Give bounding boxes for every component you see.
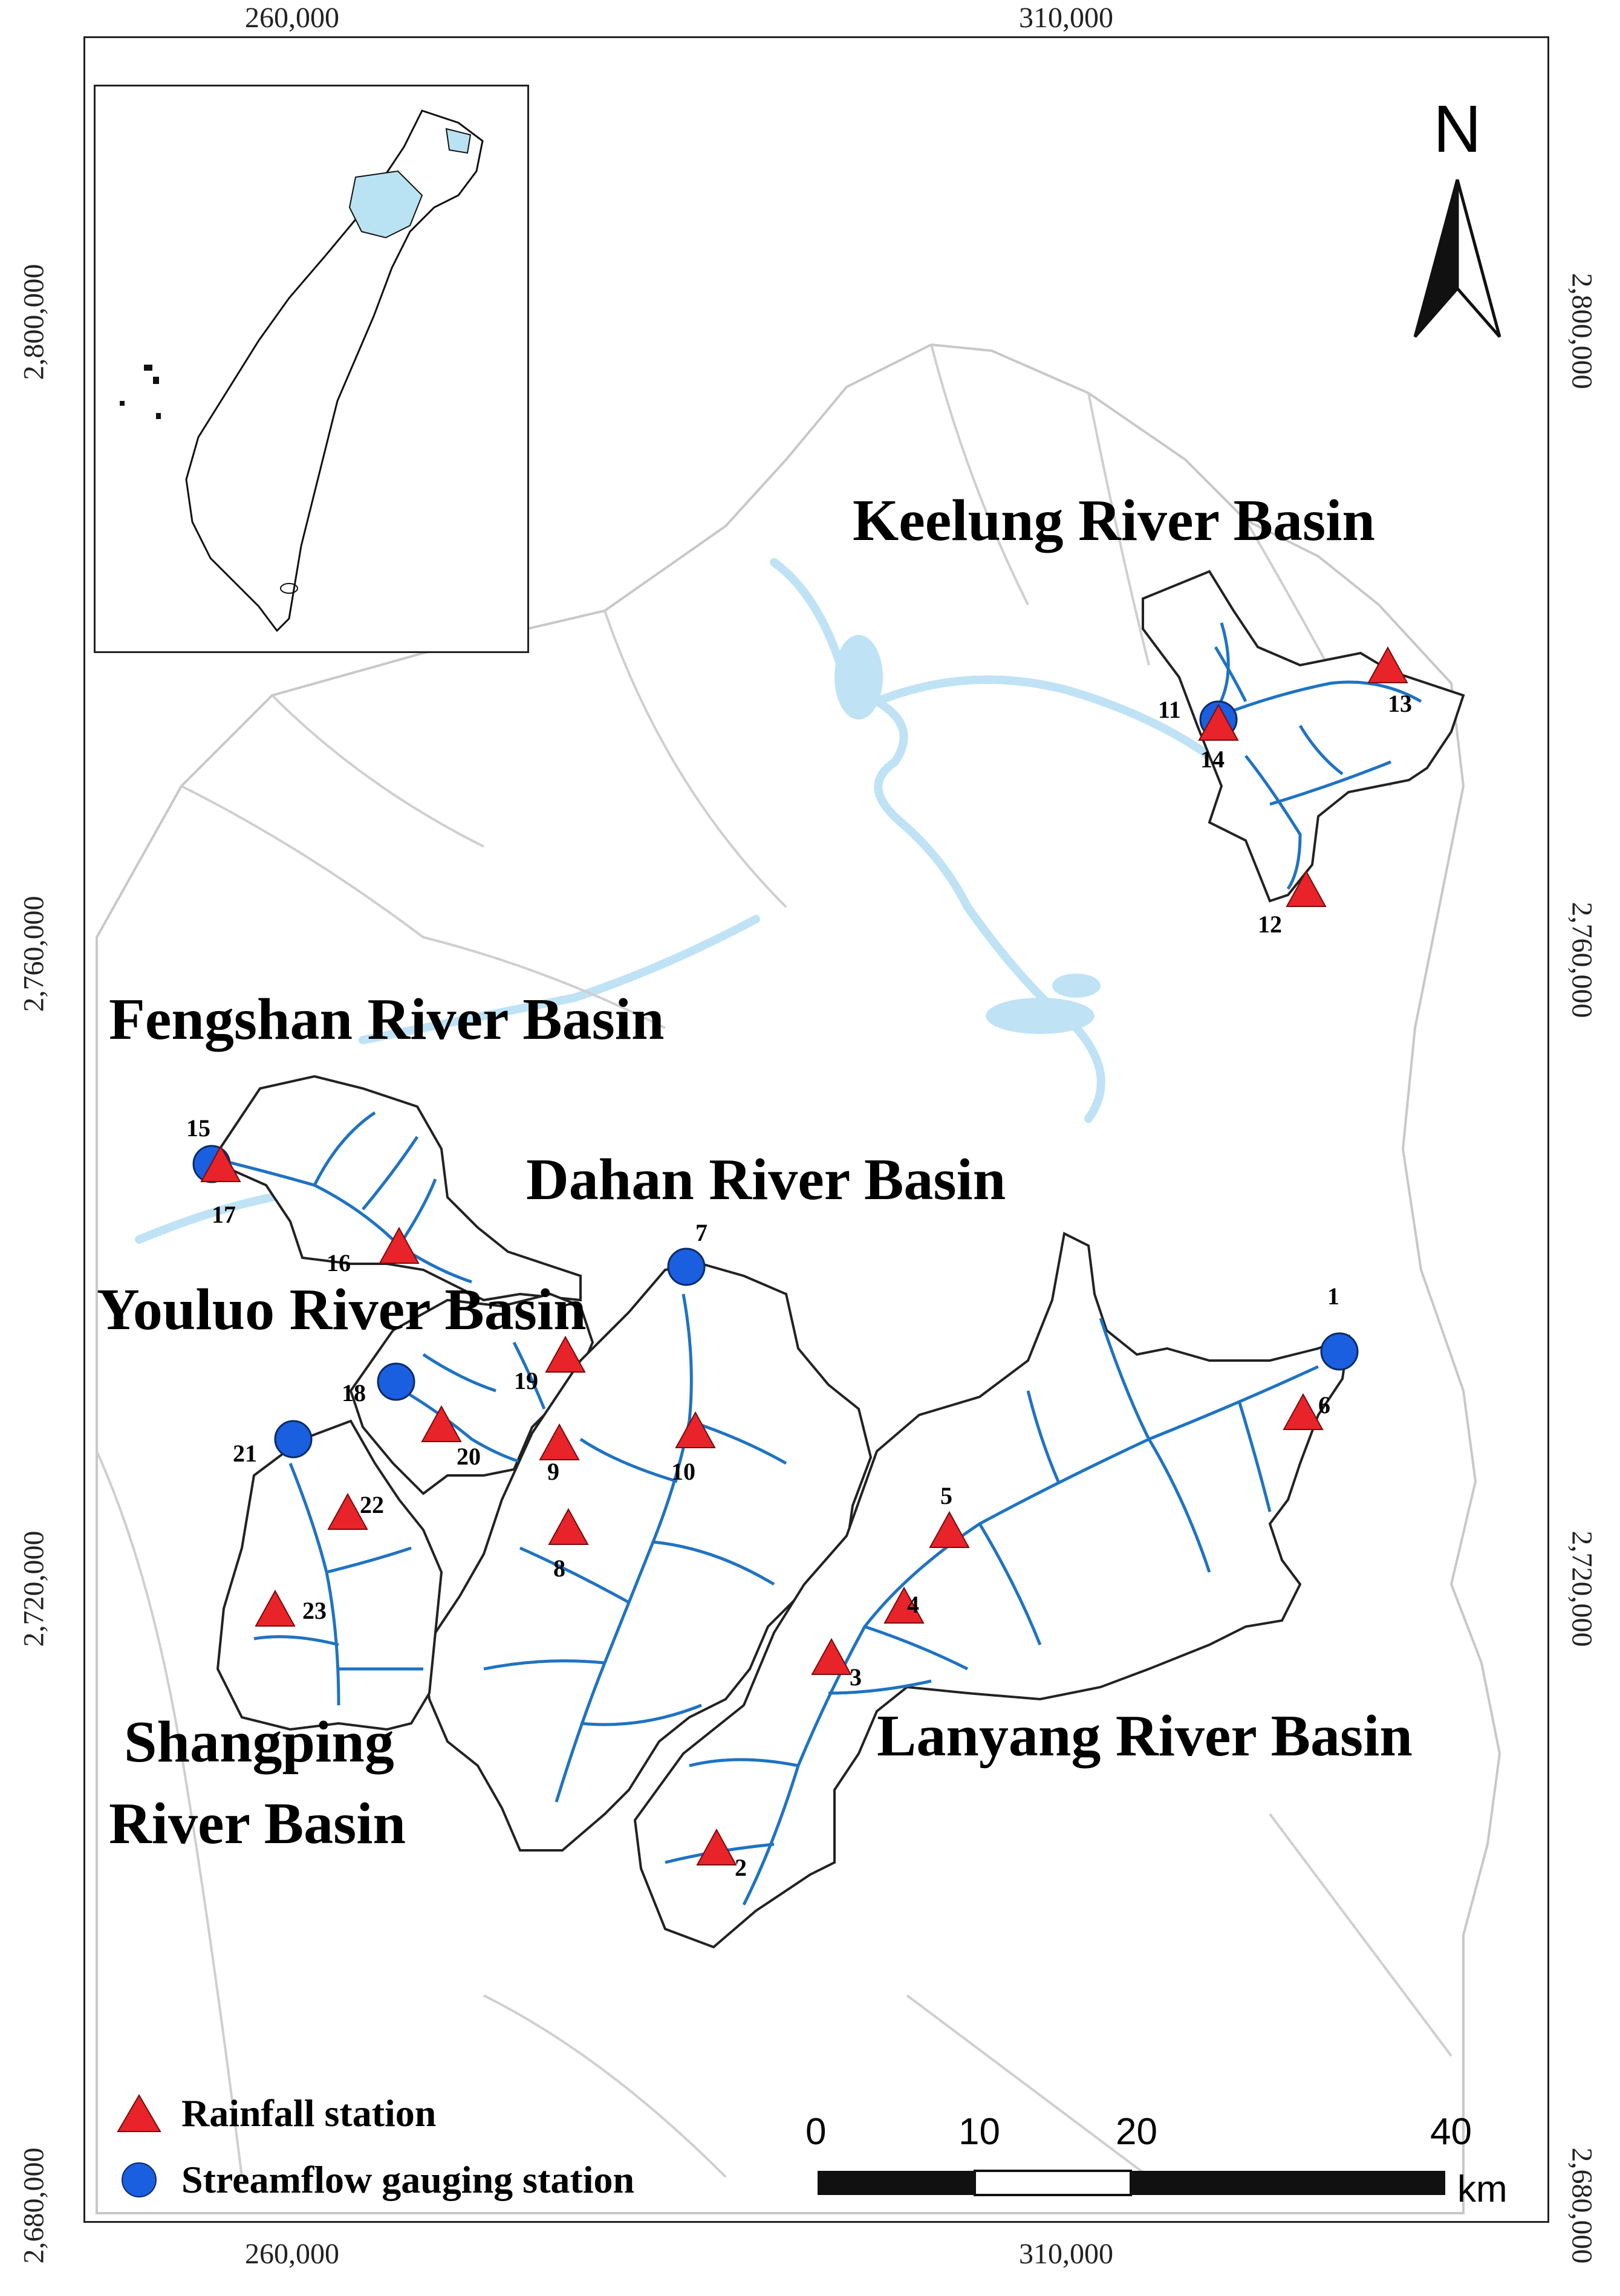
- circle-icon: [122, 2162, 157, 2197]
- shangping-basin-label-line1: Shangping: [124, 1709, 394, 1775]
- north-arrow: N: [1403, 91, 1512, 352]
- station-label-13: 13: [1388, 690, 1412, 717]
- triangle-icon: [117, 2094, 161, 2132]
- reservoirs: [834, 635, 1101, 1034]
- station-label-12: 12: [1258, 911, 1282, 938]
- fengshan-basin-boundary: [210, 1075, 582, 1302]
- scale-tick-10: 10: [958, 2111, 1000, 2153]
- x-tick-top-310000: 310,000: [1019, 2, 1113, 34]
- station-label-9: 9: [547, 1458, 559, 1485]
- station-label-23: 23: [302, 1597, 327, 1624]
- study-area-highlight: [348, 170, 423, 239]
- station-label-11: 11: [1158, 696, 1181, 723]
- youluo-basin-label: Youluo River Basin: [97, 1277, 587, 1342]
- station-label-7: 7: [695, 1219, 708, 1246]
- dahan-basin-label: Dahan River Basin: [526, 1147, 1006, 1212]
- station-label-5: 5: [940, 1482, 952, 1509]
- keelung-basin-boundary: [1142, 570, 1465, 903]
- lanyang-basin-label: Lanyang River Basin: [877, 1703, 1413, 1769]
- station-label-18: 18: [342, 1379, 366, 1407]
- station-label-3: 3: [850, 1663, 862, 1691]
- north-arrow-icon: [1413, 179, 1501, 338]
- station-label-10: 10: [671, 1458, 695, 1485]
- shangping-rivers: [253, 1463, 423, 1706]
- station-label-21: 21: [233, 1440, 257, 1467]
- x-tick-bottom-260000: 260,000: [245, 2238, 339, 2270]
- youluo-rivers: [392, 1341, 546, 1465]
- scale-unit: km: [1457, 2168, 1508, 2210]
- station-label-17: 17: [212, 1201, 236, 1228]
- station-label-15: 15: [186, 1114, 210, 1142]
- legend: Rainfall station Streamflow gauging stat…: [115, 2080, 634, 2213]
- lanyang-basin-boundary: [633, 1232, 1350, 1949]
- legend-rainfall-label: Rainfall station: [181, 2092, 437, 2135]
- station-label-1: 1: [1327, 1283, 1339, 1310]
- legend-streamflow: Streamflow gauging station: [115, 2147, 634, 2213]
- lanyang-rivers: [665, 1318, 1319, 1906]
- taiwan-inset-svg: [120, 109, 484, 633]
- scale-tick-40: 40: [1430, 2111, 1472, 2153]
- x-tick-top-260000: 260,000: [245, 2, 339, 34]
- inset-map: [94, 85, 529, 653]
- station-label-19: 19: [514, 1367, 538, 1394]
- keelung-inset-highlight: [445, 128, 472, 154]
- station-label-8: 8: [553, 1555, 565, 1582]
- taiwan-outline: [185, 109, 484, 633]
- keelung-basin-label: Keelung River Basin: [853, 488, 1375, 553]
- fengshan-basin-label: Fengshan River Basin: [109, 987, 665, 1052]
- shangping-basin-boundary: [216, 1419, 443, 1731]
- legend-rainfall: Rainfall station: [115, 2080, 634, 2147]
- north-label: N: [1433, 92, 1482, 166]
- legend-streamflow-label: Streamflow gauging station: [181, 2158, 635, 2201]
- station-label-22: 22: [360, 1491, 384, 1518]
- station-label-20: 20: [457, 1443, 481, 1470]
- station-label-16: 16: [327, 1249, 351, 1276]
- station-label-4: 4: [907, 1591, 919, 1618]
- landmass-outline: [96, 343, 1501, 2214]
- shangping-basin-label-line2: River Basin: [109, 1791, 406, 1856]
- station-label-14: 14: [1200, 746, 1225, 773]
- station-label-2: 2: [735, 1854, 747, 1881]
- scale-bar-graphic: [818, 2170, 1445, 2196]
- lanyu-island: [280, 583, 298, 594]
- station-label-6: 6: [1318, 1391, 1330, 1419]
- x-tick-bottom-310000: 310,000: [1019, 2238, 1113, 2270]
- scale-tick-20: 20: [1116, 2111, 1157, 2153]
- scale-tick-0: 0: [805, 2111, 827, 2153]
- penghu-islands: [120, 365, 161, 419]
